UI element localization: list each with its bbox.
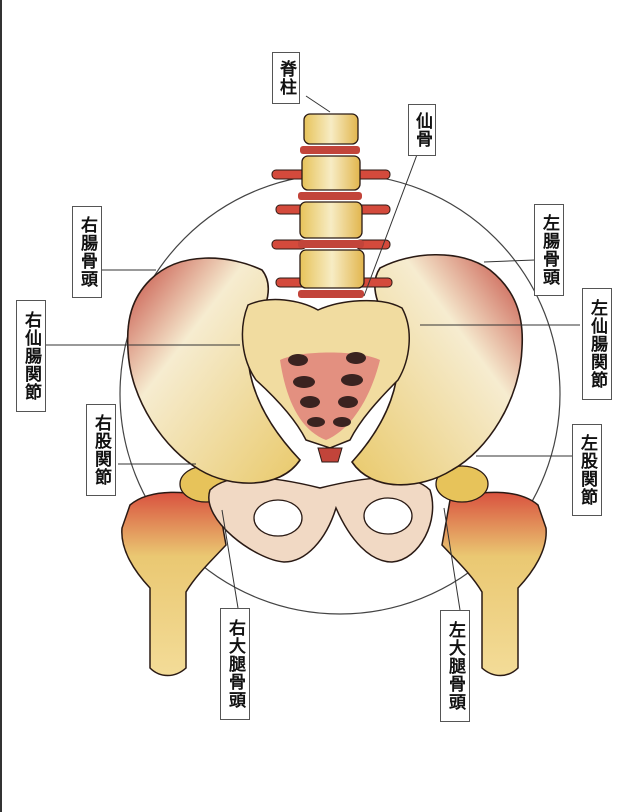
label-right-sacroiliac: 右仙腸関節: [16, 300, 46, 412]
label-left-sacroiliac: 左仙腸関節: [582, 288, 612, 400]
label-left-femoral-head: 左大腿骨頭: [440, 610, 470, 722]
label-spine: 脊柱: [272, 52, 300, 104]
label-right-hip: 右股関節: [86, 404, 116, 496]
label-left-ilium: 左腸骨頭: [534, 204, 564, 296]
label-right-ilium: 右腸骨頭: [72, 206, 102, 298]
label-right-femoral-head: 右大腿骨頭: [220, 608, 250, 720]
label-left-hip: 左股関節: [572, 424, 602, 516]
pubis: [209, 478, 433, 562]
label-sacrum: 仙骨: [408, 104, 436, 156]
